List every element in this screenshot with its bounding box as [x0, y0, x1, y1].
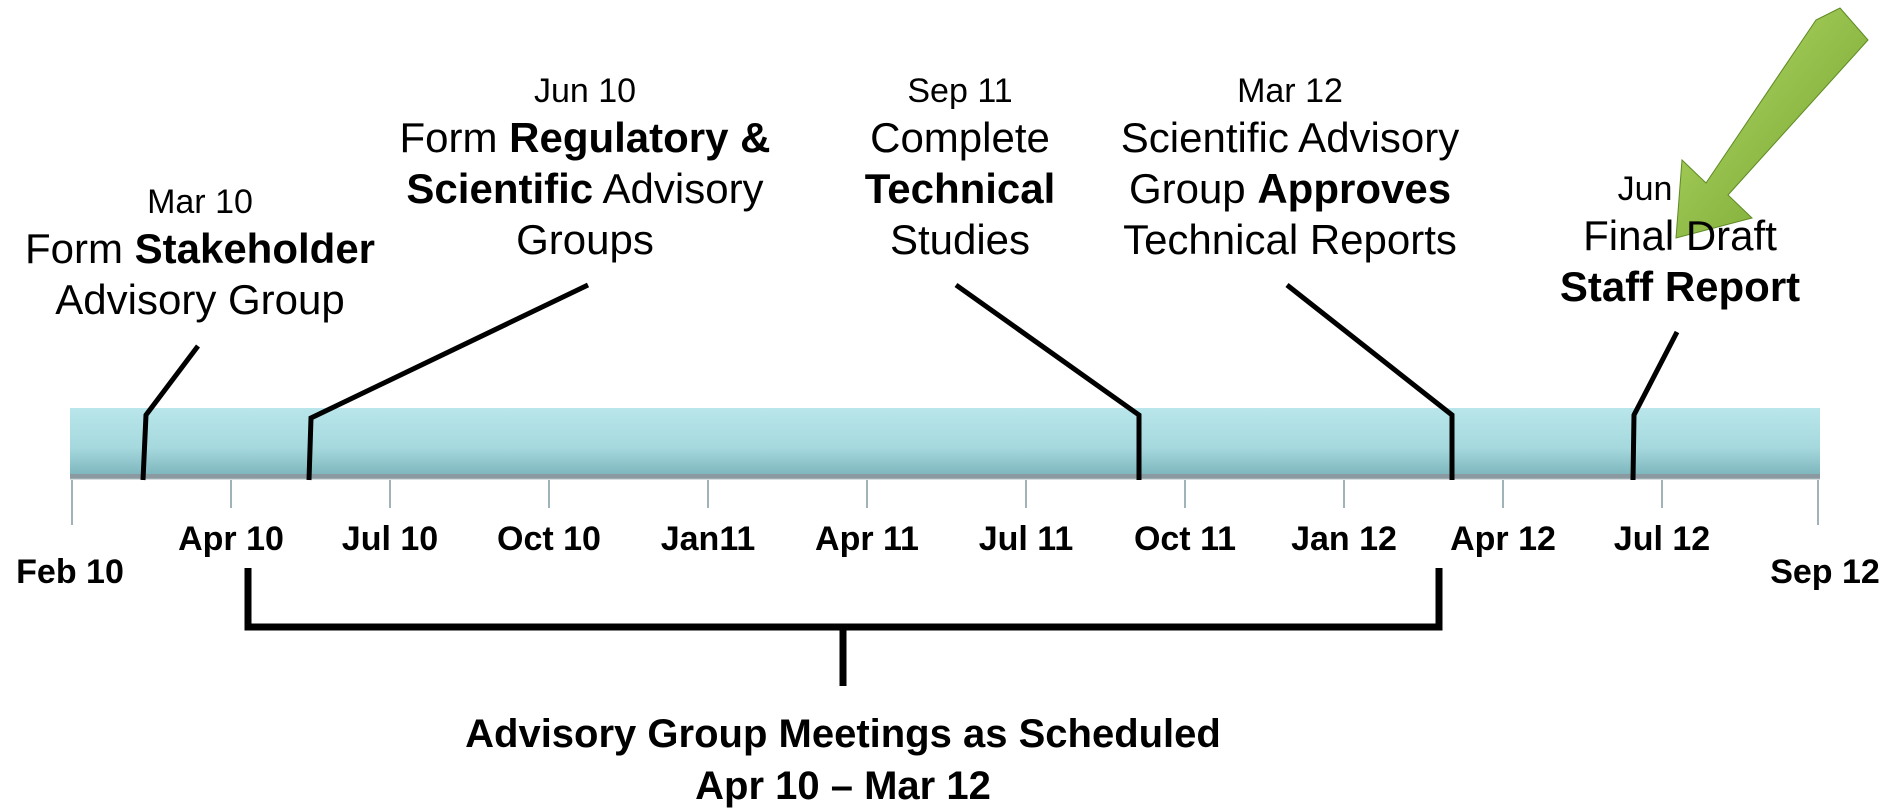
leader-line-regulatory	[306, 282, 590, 481]
milestone-text: Complete	[870, 114, 1050, 161]
leader-line-technical-studies	[954, 282, 1142, 480]
tick-label: Apr 10	[178, 520, 284, 558]
milestone-text: Technical Reports	[1123, 216, 1457, 263]
milestone-text-bold: Staff Report	[1559, 263, 1801, 310]
tick-label: Jul 10	[341, 520, 439, 558]
milestone-text: Studies	[889, 216, 1031, 263]
tick-label: Oct 10	[497, 520, 601, 558]
milestone-approves: Mar 12 Scientific Advisory Group Approve…	[1090, 70, 1490, 265]
milestone-text-bold: Technical	[864, 165, 1056, 212]
milestone-stakeholder: Mar 10 Form Stakeholder Advisory Group	[0, 181, 400, 325]
milestone-date: Mar 10	[147, 183, 253, 221]
milestone-date: Mar 12	[1237, 72, 1343, 110]
tick-label: Jul 12	[1613, 520, 1711, 558]
milestone-text-bold: Stakeholder	[134, 225, 376, 272]
milestone-text-bold: Scientific	[406, 165, 594, 212]
milestone-staff-report: Jun Final Draft Staff Report	[1530, 168, 1830, 312]
milestone-text: Groups	[516, 216, 654, 263]
milestone-text-bold: Regulatory &	[509, 114, 771, 161]
timeline-end-label: Sep 12	[1770, 553, 1880, 591]
tick-marks	[71, 480, 1819, 525]
timeline-ruler	[70, 474, 1820, 479]
green-arrow-icon	[1675, 7, 1869, 239]
tick-label: Apr 12	[1450, 520, 1556, 558]
timeline-bar	[70, 408, 1820, 474]
meetings-bracket	[244, 568, 1443, 686]
milestone-text: Advisory	[593, 165, 764, 212]
tick-label: Oct 11	[1133, 520, 1237, 558]
leader-line-staff-report	[1630, 330, 1680, 481]
milestone-regulatory: Jun 10 Form Regulatory & Scientific Advi…	[385, 70, 785, 265]
tick-label: Jul 11	[978, 520, 1074, 558]
milestone-date: Jun	[1617, 170, 1673, 208]
bracket-title: Advisory Group Meetings as Scheduled	[465, 712, 1221, 756]
tick-label: Apr 11	[815, 520, 919, 558]
milestone-text: Form	[24, 225, 135, 272]
milestone-technical-studies: Sep 11 Complete Technical Studies	[810, 70, 1110, 265]
leader-line-approves	[1285, 283, 1455, 480]
tick-label: Jan 12	[1291, 520, 1397, 558]
milestone-text: Group	[1128, 165, 1258, 212]
tick-label: Jan11	[660, 520, 756, 558]
milestone-date: Jun 10	[533, 72, 637, 110]
milestone-text: Form	[399, 114, 510, 161]
milestone-text-bold: Approves	[1257, 165, 1452, 212]
leader-line-stakeholder	[140, 344, 200, 481]
bracket-range: Apr 10 – Mar 12	[695, 764, 991, 808]
timeline-start-label: Feb 10	[16, 553, 124, 591]
milestone-date: Sep 11	[907, 72, 1013, 110]
milestone-text: Scientific Advisory	[1120, 114, 1460, 161]
milestone-text: Final Draft	[1583, 212, 1777, 259]
milestone-text: Advisory Group	[55, 276, 345, 323]
bracket-caption: Advisory Group Meetings as Scheduled Apr…	[343, 708, 1343, 812]
